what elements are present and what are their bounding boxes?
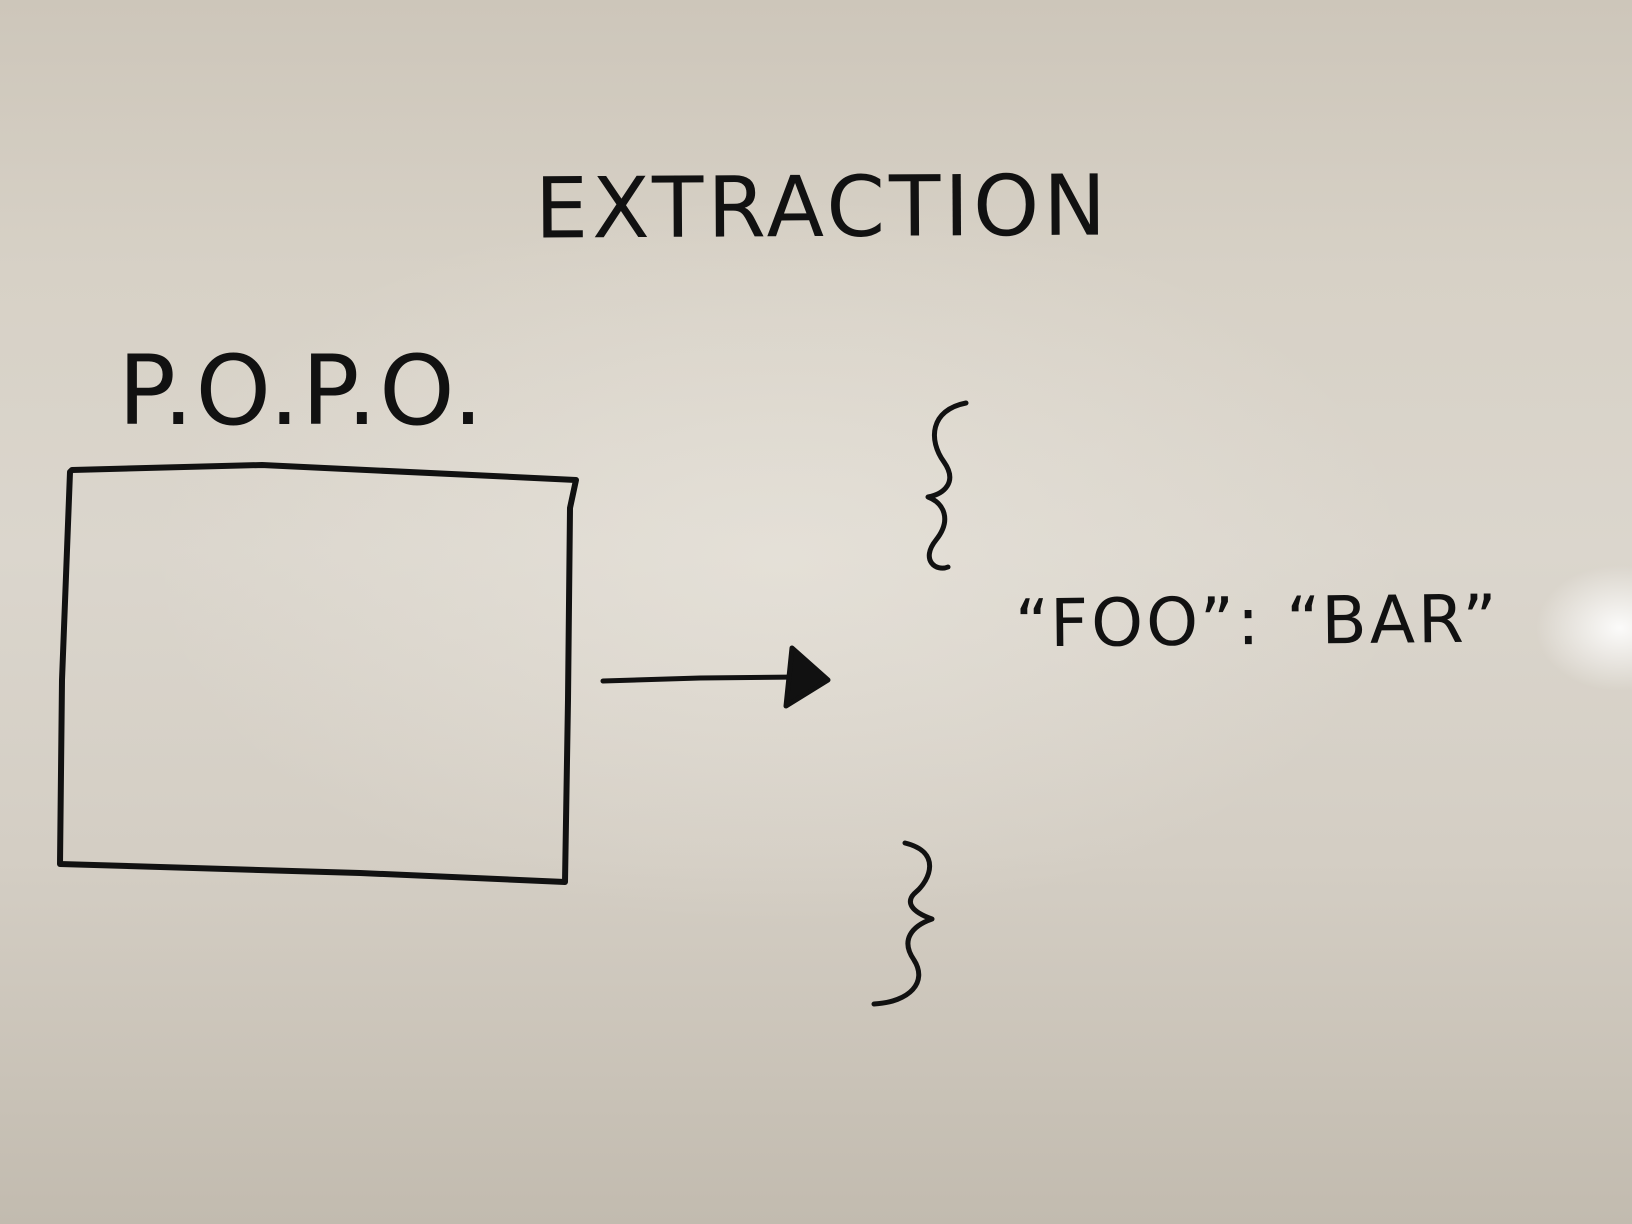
close-brace xyxy=(871,840,935,1007)
open-brace xyxy=(925,400,969,571)
arrow-shaft xyxy=(600,674,803,684)
arrow-head xyxy=(783,645,831,709)
popo-label: P.O.P.O. xyxy=(118,335,486,447)
object-box xyxy=(57,462,579,885)
